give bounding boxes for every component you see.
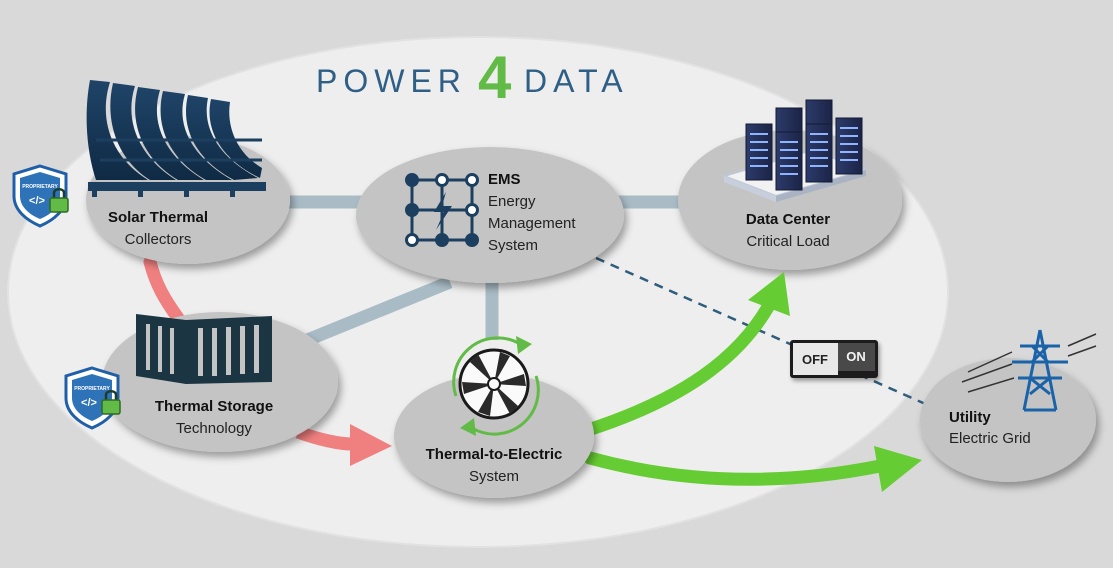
heat-flows	[143, 255, 392, 466]
logo-digit: 4	[478, 44, 512, 111]
switch-off-label: OFF	[802, 352, 828, 367]
connector-ems-storage	[297, 275, 453, 350]
logo: POWER 4 DATA	[316, 44, 629, 111]
switch-on-label: ON	[846, 349, 866, 364]
transmission-tower-icon	[961, 329, 1097, 412]
node-data-center: Data Center Critical Load	[678, 99, 902, 270]
power-flow-to-datacenter	[581, 293, 779, 437]
utility-title: Utility	[949, 409, 991, 426]
server-racks-icon	[720, 99, 870, 202]
ems-line3: System	[488, 237, 538, 254]
power-flow-datacenter-arrowhead	[748, 272, 790, 316]
heat-flow-arrowhead	[350, 424, 392, 466]
t2e-title: Thermal-to-Electric	[426, 446, 563, 463]
ems-line2: Management	[488, 215, 576, 232]
datacenter-subtitle: Critical Load	[746, 233, 829, 250]
node-ems: EMS Energy Management System	[356, 147, 624, 283]
power-flow-utility-arrowhead	[874, 446, 922, 492]
proprietary-badge-storage: PROPRIETARY </>	[64, 366, 121, 430]
ems-switch-control-line	[595, 256, 931, 408]
grid-switch[interactable]: OFF ON	[790, 340, 878, 378]
badge-code-symbol: </>	[29, 195, 45, 207]
solar-title: Solar Thermal	[108, 209, 208, 226]
grid-network-icon	[405, 173, 479, 247]
ems-title: EMS	[488, 171, 521, 188]
turbine-icon	[452, 336, 540, 436]
shield-lock-icon: PROPRIETARY </>	[64, 366, 121, 430]
heat-flow-solar-storage	[143, 255, 185, 325]
heat-flow-storage-t2e	[295, 425, 353, 451]
node-thermal-to-electric: Thermal-to-Electric System	[394, 336, 594, 498]
logo-suffix: DATA	[524, 63, 629, 99]
t2e-subtitle: System	[469, 468, 519, 485]
storage-title: Thermal Storage	[155, 398, 273, 415]
power-flow-to-utility	[583, 451, 887, 486]
power-flows	[581, 272, 922, 492]
proprietary-badge-solar: PROPRIETARY </>	[12, 164, 69, 228]
node-utility: Utility Electric Grid	[920, 329, 1097, 482]
storage-subtitle: Technology	[176, 420, 252, 437]
badge-code-symbol: </>	[81, 397, 97, 409]
logo-prefix: POWER	[316, 63, 467, 99]
solar-subtitle: Collectors	[125, 231, 192, 248]
badge-label: PROPRIETARY	[22, 184, 58, 190]
solar-collector-icon	[86, 80, 266, 197]
shield-lock-icon: PROPRIETARY </>	[12, 164, 69, 228]
ems-line1: Energy	[488, 193, 536, 210]
node-solar-thermal: Solar Thermal Collectors	[86, 80, 290, 264]
badge-label: PROPRIETARY	[74, 386, 110, 392]
datacenter-title: Data Center	[746, 211, 830, 228]
node-thermal-storage: Thermal Storage Technology	[102, 312, 338, 452]
utility-subtitle: Electric Grid	[949, 430, 1031, 447]
storage-container-icon	[136, 314, 272, 384]
